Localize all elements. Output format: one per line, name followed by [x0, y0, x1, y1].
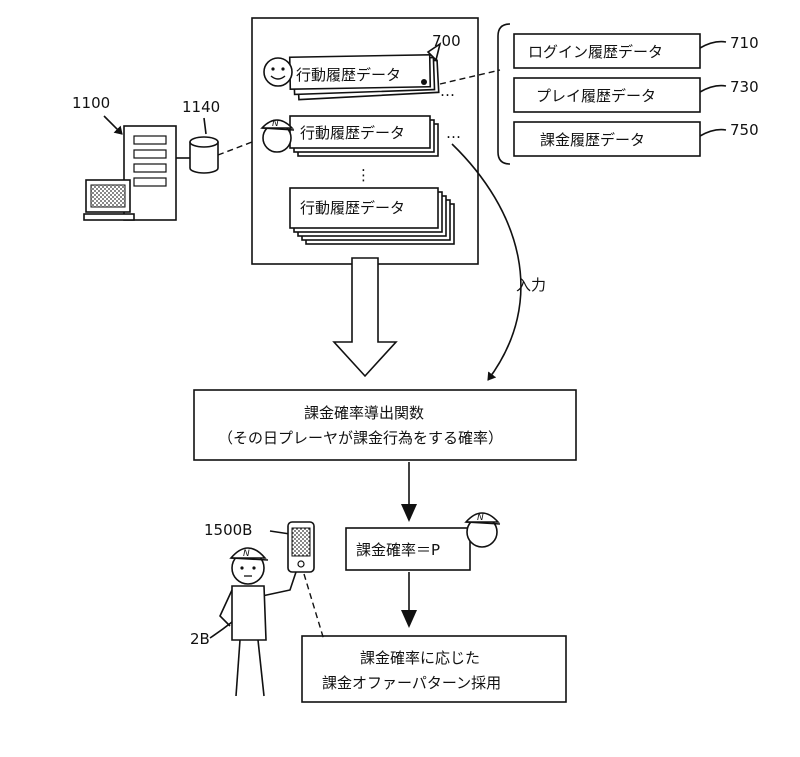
billing-ref-leader	[699, 128, 727, 137]
device-ref-label: 1500B	[204, 521, 252, 539]
database-ref-leader	[203, 117, 207, 135]
monitor-screen-icon	[90, 184, 126, 208]
login-history-label: ログイン履歴データ	[528, 43, 663, 61]
probability-label: 課金確率＝P	[356, 541, 440, 559]
cap-player-icon-small: N	[464, 512, 501, 548]
play-history-label: プレイ履歴データ	[536, 87, 656, 105]
server-slot-icon	[133, 163, 167, 173]
bullet-dot-icon	[421, 79, 427, 85]
record-2-label: 行動履歴データ	[300, 124, 405, 142]
database-ref-label: 1140	[182, 98, 220, 116]
smartphone-icon	[287, 521, 315, 573]
offer-line-2: 課金オファーパターン採用	[322, 674, 501, 692]
server-group: 1100 1140	[72, 94, 253, 221]
down-arrow-1-head-icon	[401, 504, 417, 522]
server-slot-icon	[133, 149, 167, 159]
cap-letter: N	[477, 513, 484, 523]
login-history-box	[513, 33, 701, 69]
record-detail-connector	[439, 69, 501, 85]
smiley-player-icon	[263, 57, 293, 87]
record-1-label: 行動履歴データ	[296, 66, 401, 84]
record-stack-3: 行動履歴データ	[289, 187, 455, 245]
play-ref-leader	[699, 84, 727, 93]
billing-history-label: 課金履歴データ	[540, 131, 645, 149]
server-slot-icon	[133, 135, 167, 145]
function-subtitle: （その日プレーヤが課金行為をする確率）	[218, 429, 503, 447]
probability-box	[345, 527, 471, 571]
offer-box	[301, 635, 567, 703]
cap-letter: N	[272, 119, 279, 129]
login-ref-leader	[699, 40, 727, 49]
player-figure-icon: N	[219, 547, 297, 697]
page-curl-icon	[426, 42, 442, 62]
function-box	[193, 389, 577, 461]
cap-letter: N	[243, 549, 250, 559]
billing-ref-label: 750	[730, 121, 759, 139]
record-1-ellipsis: …	[440, 82, 455, 100]
server-ref-label: 1100	[72, 94, 110, 112]
database-icon	[189, 136, 219, 174]
play-history-box	[513, 77, 701, 113]
hollow-down-arrow-icon	[332, 257, 398, 378]
records-vdots: ⋮	[356, 166, 371, 184]
server-ref-arrow	[103, 115, 123, 135]
down-arrow-2-head-icon	[401, 610, 417, 628]
db-records-connector	[217, 141, 253, 156]
login-ref-label: 710	[730, 34, 759, 52]
record-stack-1: 行動履歴データ	[288, 42, 442, 101]
record-stack-2: 行動履歴データ	[289, 115, 439, 157]
record-2-ellipsis: …	[446, 124, 461, 142]
detail-bracket	[497, 23, 511, 165]
server-slot-icon	[133, 177, 167, 187]
offer-line-1: 課金確率に応じた	[360, 649, 480, 667]
play-ref-label: 730	[730, 78, 759, 96]
device-offer-connector	[303, 573, 325, 641]
player-ref-leader	[209, 621, 233, 639]
billing-history-box	[513, 121, 701, 157]
cap-player-icon: N	[260, 119, 295, 153]
record-3-label: 行動履歴データ	[300, 199, 405, 217]
player-ref-label: 2B	[190, 630, 210, 648]
keyboard-icon	[83, 213, 135, 221]
device-ref-leader	[269, 530, 291, 535]
input-label: 入力	[516, 276, 546, 294]
input-arrow	[451, 143, 522, 381]
function-title: 課金確率導出関数	[304, 404, 424, 422]
